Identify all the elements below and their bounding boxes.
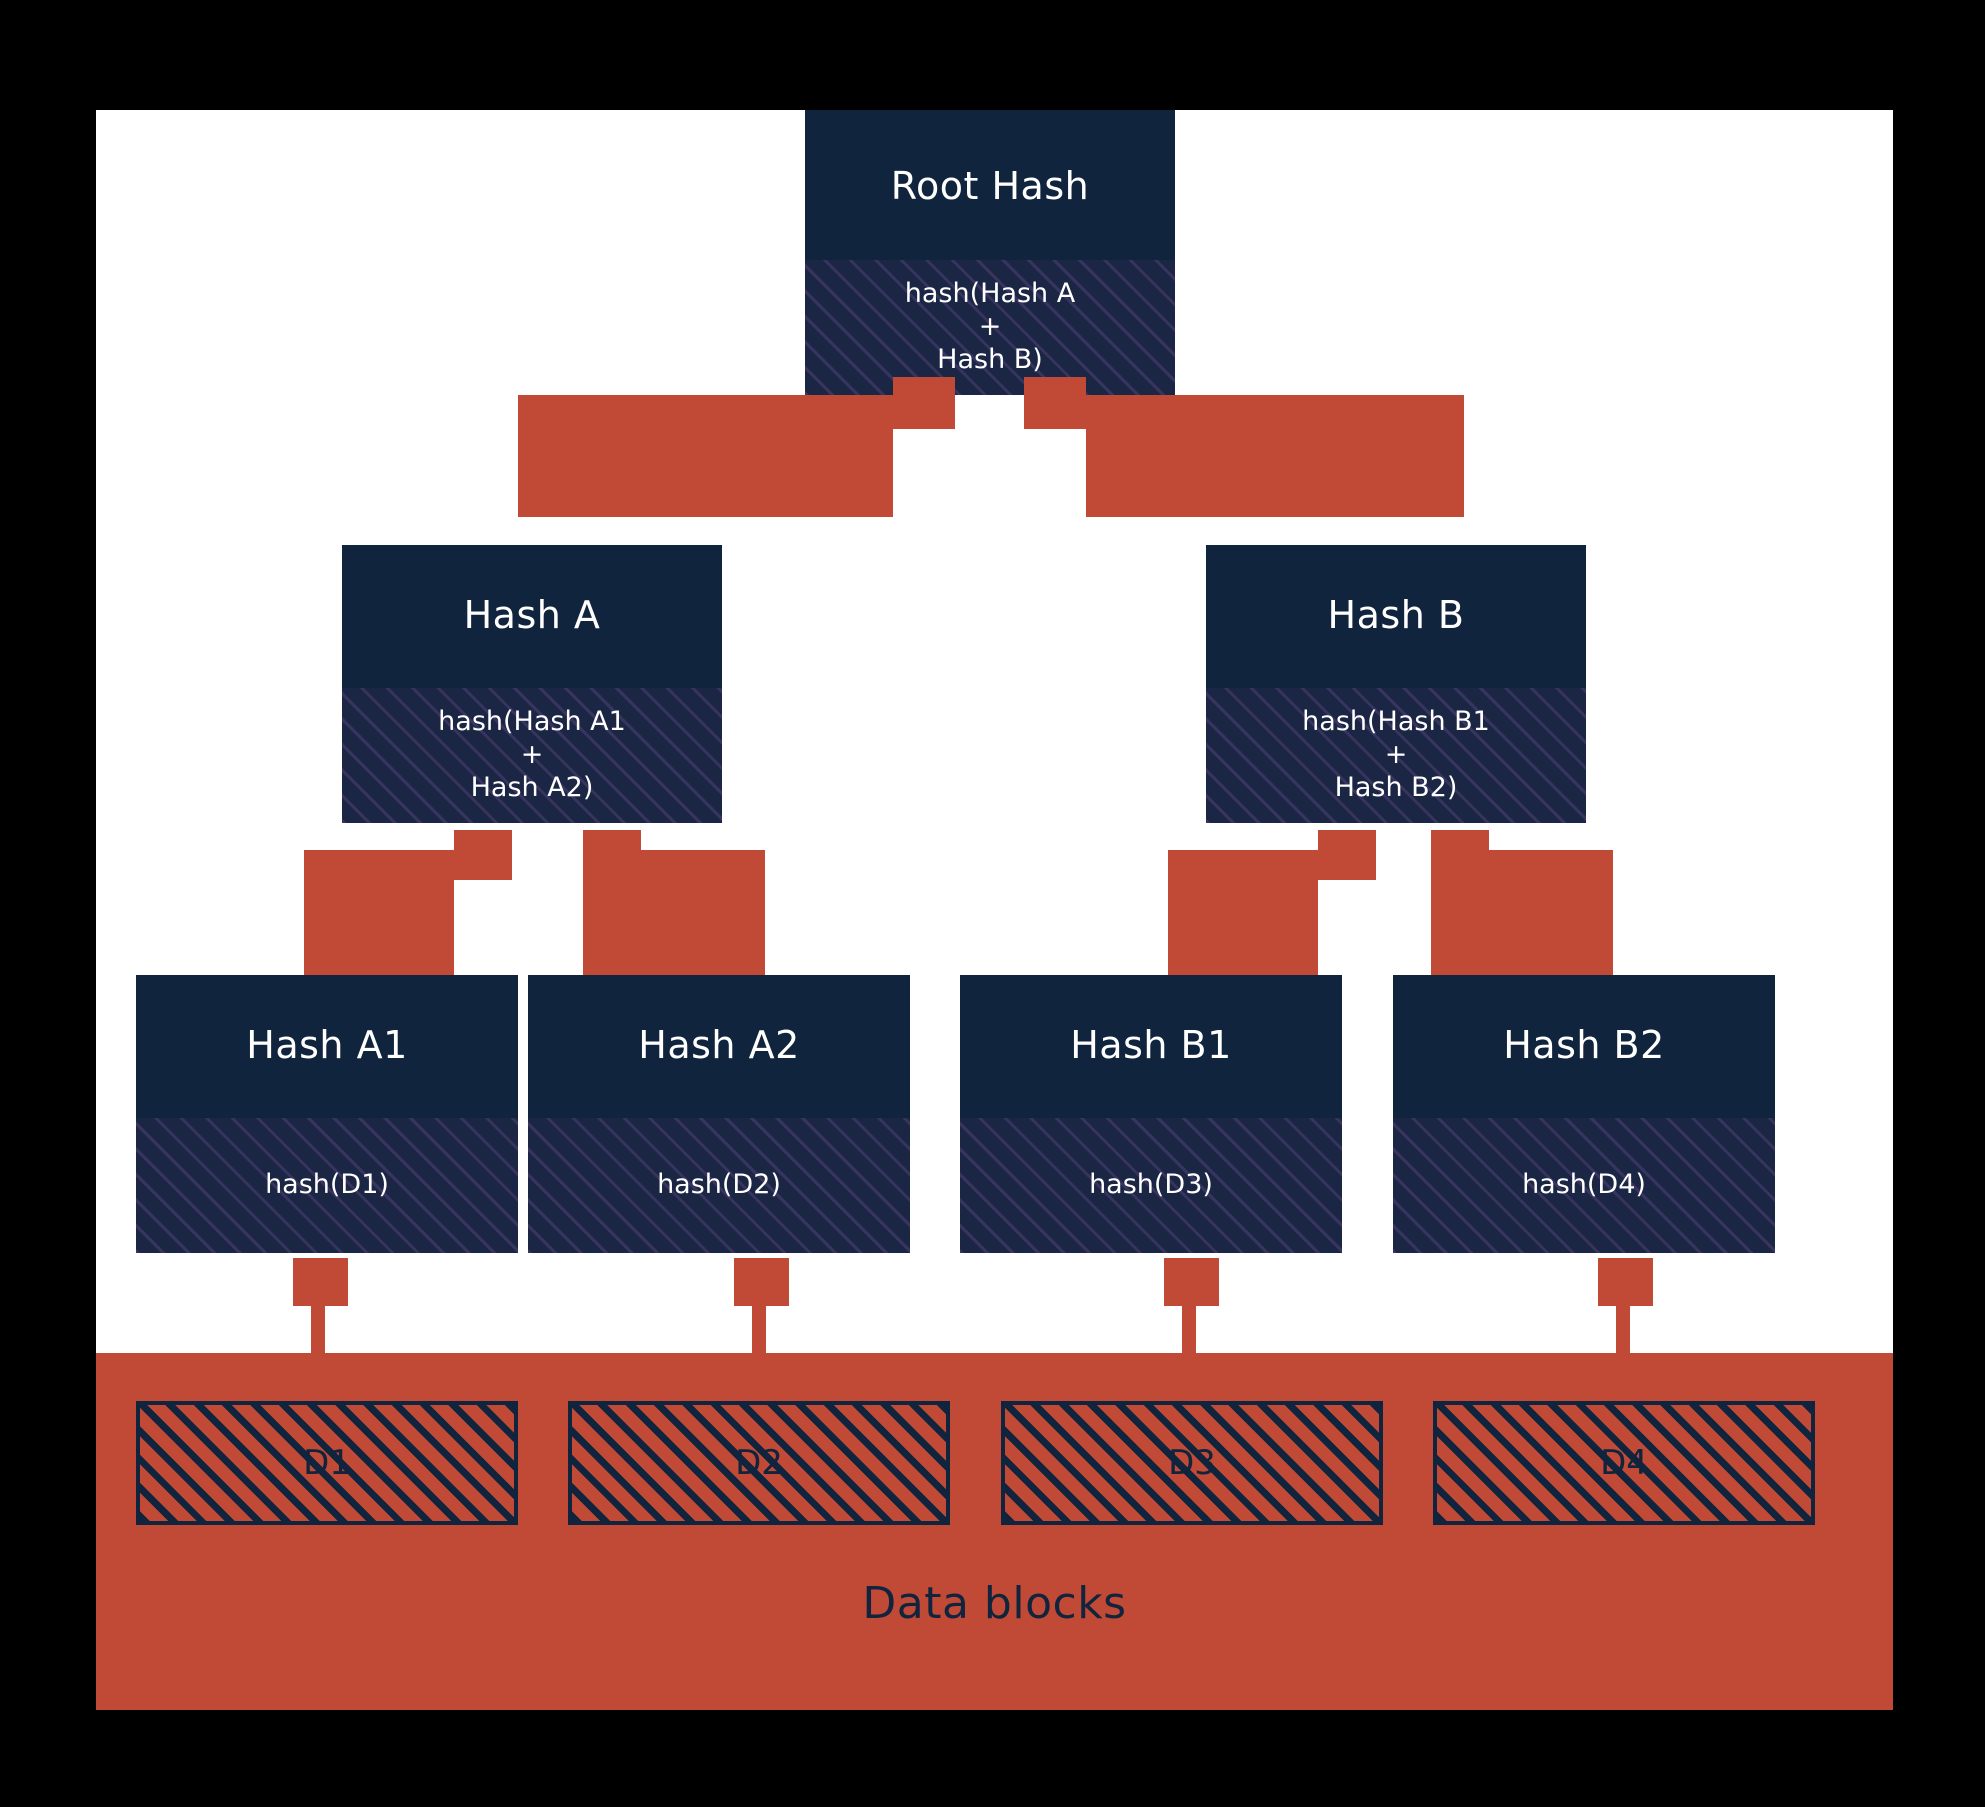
node-hash-b1-title: Hash B1 <box>1070 1023 1232 1067</box>
connector-root-to-hash-a <box>518 395 893 517</box>
node-hash-a2-title: Hash A2 <box>638 1023 800 1067</box>
connector-hash-b-to-b1-stub <box>1318 830 1376 880</box>
connector-root-to-hash-b-stub <box>1024 377 1086 429</box>
diagram-canvas: Root Hash hash(Hash A + Hash B) Hash A h… <box>96 110 1893 1710</box>
connector-b1-to-d3-head <box>1164 1258 1219 1306</box>
node-hash-a2-formula: hash(D2) <box>657 1169 781 1201</box>
node-hash-b-title: Hash B <box>1327 593 1465 637</box>
node-hash-b-formula-band: hash(Hash B1 + Hash B2) <box>1206 688 1586 823</box>
node-hash-a[interactable]: Hash A hash(Hash A1 + Hash A2) <box>342 545 722 823</box>
data-block-d4-label: D4 <box>1600 1443 1648 1483</box>
node-root-hash-title: Root Hash <box>890 164 1090 208</box>
node-root-hash[interactable]: Root Hash hash(Hash A + Hash B) <box>805 110 1175 395</box>
node-hash-b2-formula: hash(D4) <box>1522 1169 1646 1201</box>
connector-hash-b-to-b1 <box>1168 850 1318 975</box>
node-hash-b2[interactable]: Hash B2 hash(D4) <box>1393 975 1775 1253</box>
node-hash-a-formula-band: hash(Hash A1 + Hash A2) <box>342 688 722 823</box>
node-hash-a1-title: Hash A1 <box>246 1023 408 1067</box>
connector-a1-to-d1-stem <box>311 1306 325 1358</box>
data-block-d2-label: D2 <box>735 1443 783 1483</box>
node-hash-b[interactable]: Hash B hash(Hash B1 + Hash B2) <box>1206 545 1586 823</box>
node-hash-b-formula: hash(Hash B1 + Hash B2) <box>1302 706 1490 803</box>
connector-hash-b-to-b2-stub <box>1431 830 1489 880</box>
data-block-d1-label: D1 <box>303 1443 351 1483</box>
node-hash-a1-formula: hash(D1) <box>265 1169 389 1201</box>
node-hash-b2-formula-band: hash(D4) <box>1393 1118 1775 1253</box>
connector-root-to-hash-a-stub <box>893 377 955 429</box>
data-blocks-strip: D1 D2 D3 D4 Data blocks <box>96 1353 1893 1710</box>
connector-hash-a-to-a1-stub <box>454 830 512 880</box>
data-block-d2[interactable]: D2 <box>568 1401 950 1525</box>
node-hash-a-formula: hash(Hash A1 + Hash A2) <box>438 706 626 803</box>
node-hash-a2[interactable]: Hash A2 hash(D2) <box>528 975 910 1253</box>
data-block-d3[interactable]: D3 <box>1001 1401 1383 1525</box>
node-hash-a-title: Hash A <box>463 593 601 637</box>
node-hash-b2-title: Hash B2 <box>1503 1023 1665 1067</box>
node-hash-a1[interactable]: Hash A1 hash(D1) <box>136 975 518 1253</box>
connector-a2-to-d2-stem <box>752 1306 766 1358</box>
node-root-hash-formula-band: hash(Hash A + Hash B) <box>805 260 1175 395</box>
connector-a1-to-d1-head <box>293 1258 348 1306</box>
connector-b2-to-d4-head <box>1598 1258 1653 1306</box>
node-hash-b1-formula-band: hash(D3) <box>960 1118 1342 1253</box>
connector-hash-a-to-a1 <box>304 850 454 975</box>
connector-root-to-hash-b <box>1086 395 1464 517</box>
node-root-hash-formula: hash(Hash A + Hash B) <box>904 278 1076 375</box>
node-hash-b1-formula: hash(D3) <box>1089 1169 1213 1201</box>
data-block-d1[interactable]: D1 <box>136 1401 518 1525</box>
data-block-d4[interactable]: D4 <box>1433 1401 1815 1525</box>
data-block-d3-label: D3 <box>1168 1443 1216 1483</box>
connector-b2-to-d4-stem <box>1616 1306 1630 1358</box>
node-hash-b1[interactable]: Hash B1 hash(D3) <box>960 975 1342 1253</box>
connector-b1-to-d3-stem <box>1182 1306 1196 1358</box>
data-blocks-label: Data blocks <box>862 1578 1127 1629</box>
connector-a2-to-d2-head <box>734 1258 789 1306</box>
connector-hash-a-to-a2-stub <box>583 830 641 880</box>
node-hash-a1-formula-band: hash(D1) <box>136 1118 518 1253</box>
node-hash-a2-formula-band: hash(D2) <box>528 1118 910 1253</box>
